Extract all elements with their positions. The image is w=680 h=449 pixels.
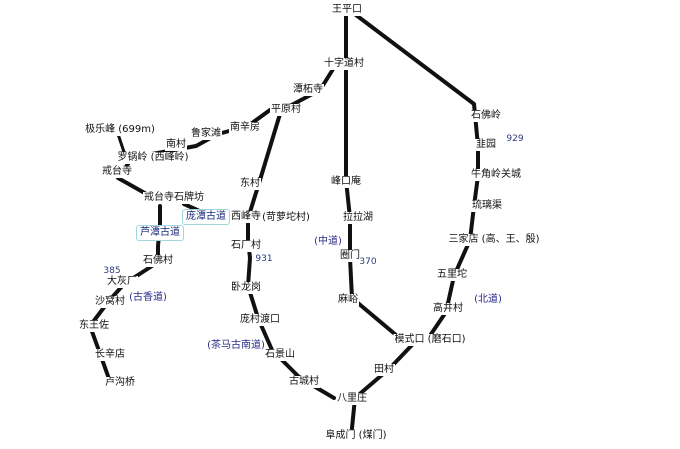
place-maling: 麻峪 (337, 294, 359, 306)
place-guchengcun: 古城村 (288, 376, 320, 388)
place-bajiaozhuang: 八里庄 (336, 393, 368, 405)
elevation-385: 385 (103, 266, 121, 276)
place-dongcun: 东村 (239, 178, 261, 190)
place-pangtan-gudao: 庞潭古道 (182, 209, 230, 225)
place-shifoling: 石佛岭 (470, 110, 502, 122)
place-quanmen: 圈门 (339, 250, 361, 262)
place-dongwangzuo: 东王佐 (78, 320, 110, 332)
place-lalahu: 拉拉湖 (342, 212, 374, 224)
place-liyuan: 韭园 (475, 139, 497, 151)
place-sanjiadian: 三家店 (高、王、殷) (447, 234, 541, 246)
place-niujiaoling: 牛角岭关城 (470, 169, 522, 181)
place-tiancun: 田村 (373, 364, 395, 376)
route-beidao: (北道) (474, 294, 502, 305)
elevation-370: 370 (359, 257, 377, 267)
place-lujiatan: 鲁家滩 (190, 128, 222, 140)
place-pangcundukou: 庞村渡口 (239, 314, 281, 326)
road-jilefeng (116, 132, 126, 154)
place-pingyuancun: 平原村 (270, 104, 302, 116)
place-luoguoling: 罗锅岭 (西峰岭) (116, 152, 190, 164)
place-fengkouan: 峰口庵 (330, 176, 362, 188)
road-east-trunk (350, 343, 414, 430)
place-nanxinfang: 南辛房 (229, 122, 261, 134)
place-jietaisi-shipaifang: 戒台寺石牌坊 (143, 192, 205, 204)
place-xifengsi: 西峰寺 (230, 211, 262, 223)
place-lugouqiao: 卢沟桥 (104, 377, 136, 389)
place-wulituo: 五里坨 (436, 269, 468, 281)
place-shizidao: 十字道村 (323, 58, 365, 70)
route-guxiangdao: (古香道) (129, 292, 167, 303)
place-wolonggang: 卧龙岗 (230, 282, 262, 294)
place-jilefeng: 极乐峰 (699m) (84, 124, 156, 136)
place-dahuichang: 大灰厂 (106, 276, 138, 288)
place-changxindian: 长辛店 (94, 349, 126, 361)
route-zhongdao: (中道) (314, 236, 342, 247)
road-beidao (350, 10, 480, 345)
place-gaojingcun: 高井村 (432, 303, 464, 315)
place-shifocun: 石佛村 (142, 255, 174, 267)
place-qieluotuocun: (苛萝坨村) (261, 212, 311, 224)
place-nancun: 南村 (165, 139, 187, 151)
place-wangpingkou: 王平口 (331, 4, 363, 16)
place-shijingshan: 石景山 (264, 349, 296, 361)
place-jietaisi: 戒台寺 (101, 166, 133, 178)
route-chama-gunandao: (茶马古南道) (207, 340, 265, 351)
place-tanzhesi: 潭柘寺 (292, 84, 324, 96)
place-shaxuecun: 沙窝村 (94, 296, 126, 308)
place-shichangcun: 石厂村 (230, 240, 262, 252)
place-moshikou: 模式口 (磨石口) (393, 334, 467, 346)
place-liulichu: 琉璃渠 (471, 200, 503, 212)
place-fuchengmen: 阜成门 (煤门) (324, 430, 388, 442)
place-lutan-gudao: 芦潭古道 (136, 225, 184, 241)
elevation-929: 929 (506, 134, 524, 144)
elevation-931: 931 (255, 254, 273, 264)
